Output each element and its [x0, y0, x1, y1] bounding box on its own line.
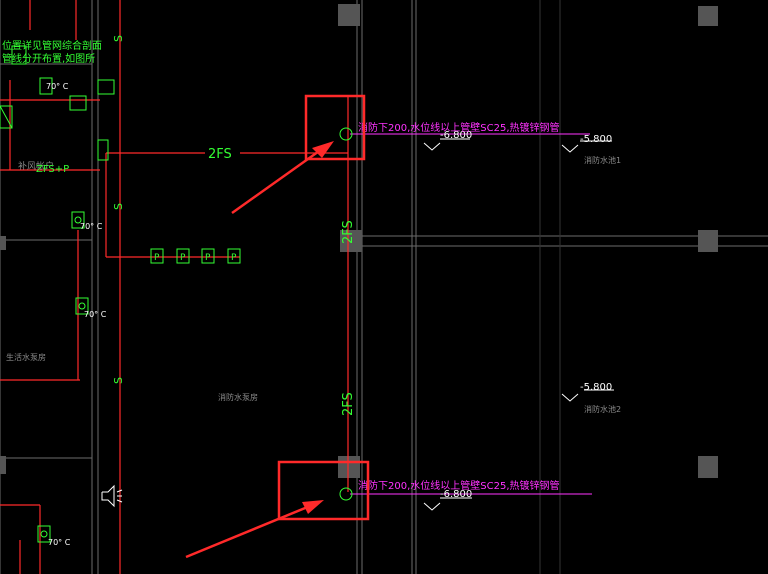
column: [698, 456, 718, 478]
level-label: -6.800: [440, 130, 472, 141]
pipe-label-s: S: [112, 377, 125, 384]
valve-icon: [69, 95, 87, 111]
level-label: -5.800: [580, 134, 612, 145]
fire-pipes: [0, 0, 349, 574]
pump-icon: [176, 248, 190, 264]
column: [338, 4, 360, 26]
pipe-label-s: S: [112, 203, 125, 210]
column: [338, 456, 360, 478]
room-label: ZFS+P: [36, 164, 69, 175]
highlight-box-top: [304, 94, 366, 161]
pipe-label-2fs-vertical: 2FS: [341, 220, 356, 244]
column: [698, 6, 718, 26]
room-label: 消防水泵房: [218, 392, 258, 402]
pipe-label-2fs: 2FS: [208, 147, 232, 162]
column: [698, 230, 718, 252]
level-label: -5.800: [580, 382, 612, 393]
arrow-line-bottom: [185, 504, 311, 559]
pump-label: P: [205, 253, 211, 263]
hydrant-icon: [75, 297, 89, 315]
arrowhead-top: [312, 141, 334, 158]
grid-lines-faint: [539, 0, 561, 574]
speaker-icon: [101, 484, 123, 508]
valve-icon: [97, 79, 115, 95]
hydrant-icon: [71, 211, 85, 229]
pump-icon: [150, 248, 164, 264]
equipment-symbols: [0, 45, 353, 543]
pump-icon: [227, 248, 241, 264]
tank-label: 消防水池2: [584, 404, 621, 414]
meter-icon: [97, 139, 109, 161]
room-label: 补风帐户: [18, 160, 54, 172]
column: [0, 236, 6, 250]
magenta-lines: [350, 133, 592, 495]
level-markers: [423, 138, 614, 511]
hydrant-icon: [39, 77, 53, 95]
temperature-label: 70° C: [80, 222, 103, 231]
note-top-left-2: 管线分开布置,如图所: [2, 52, 95, 65]
sump-icon-bottom: [339, 487, 353, 501]
note-top-left-1: 位置详见管网综合剖面: [2, 39, 102, 52]
pump-label: P: [231, 253, 237, 263]
arrowhead-bottom: [302, 500, 324, 514]
pump-label: P: [180, 253, 186, 263]
pipe-note-bottom: 消防下200,水位线以上管壁SC25,热镀锌钢管: [358, 479, 560, 492]
hydrant-icon: [37, 525, 51, 543]
level-label: -6.800: [440, 489, 472, 500]
temperature-label: 70° C: [48, 538, 71, 547]
valve-icon: [11, 45, 27, 65]
pump-label: P: [154, 253, 160, 263]
pump-group: [150, 248, 241, 264]
highlight-box-bottom: [277, 460, 370, 521]
arrow-line-top: [231, 147, 323, 215]
annotation-highlights: [185, 94, 370, 559]
tank-label: 消防水池1: [584, 155, 621, 165]
annotation-arrowheads: [302, 141, 334, 514]
pipe-label-s: S: [112, 35, 125, 42]
temperature-label: 70° C: [46, 82, 69, 91]
pipe-note-top: 消防下200,水位线以上管壁SC25,热镀锌钢管: [358, 121, 560, 134]
temperature-label: 70° C: [84, 310, 107, 319]
pipe-label-2fs-vertical: 2FS: [341, 392, 356, 416]
column: [340, 230, 362, 252]
valve-icon: [0, 105, 13, 129]
pump-icon: [201, 248, 215, 264]
sump-icon-top: [339, 127, 353, 141]
column: [0, 456, 6, 474]
room-label: 生活水泵房: [6, 352, 46, 362]
